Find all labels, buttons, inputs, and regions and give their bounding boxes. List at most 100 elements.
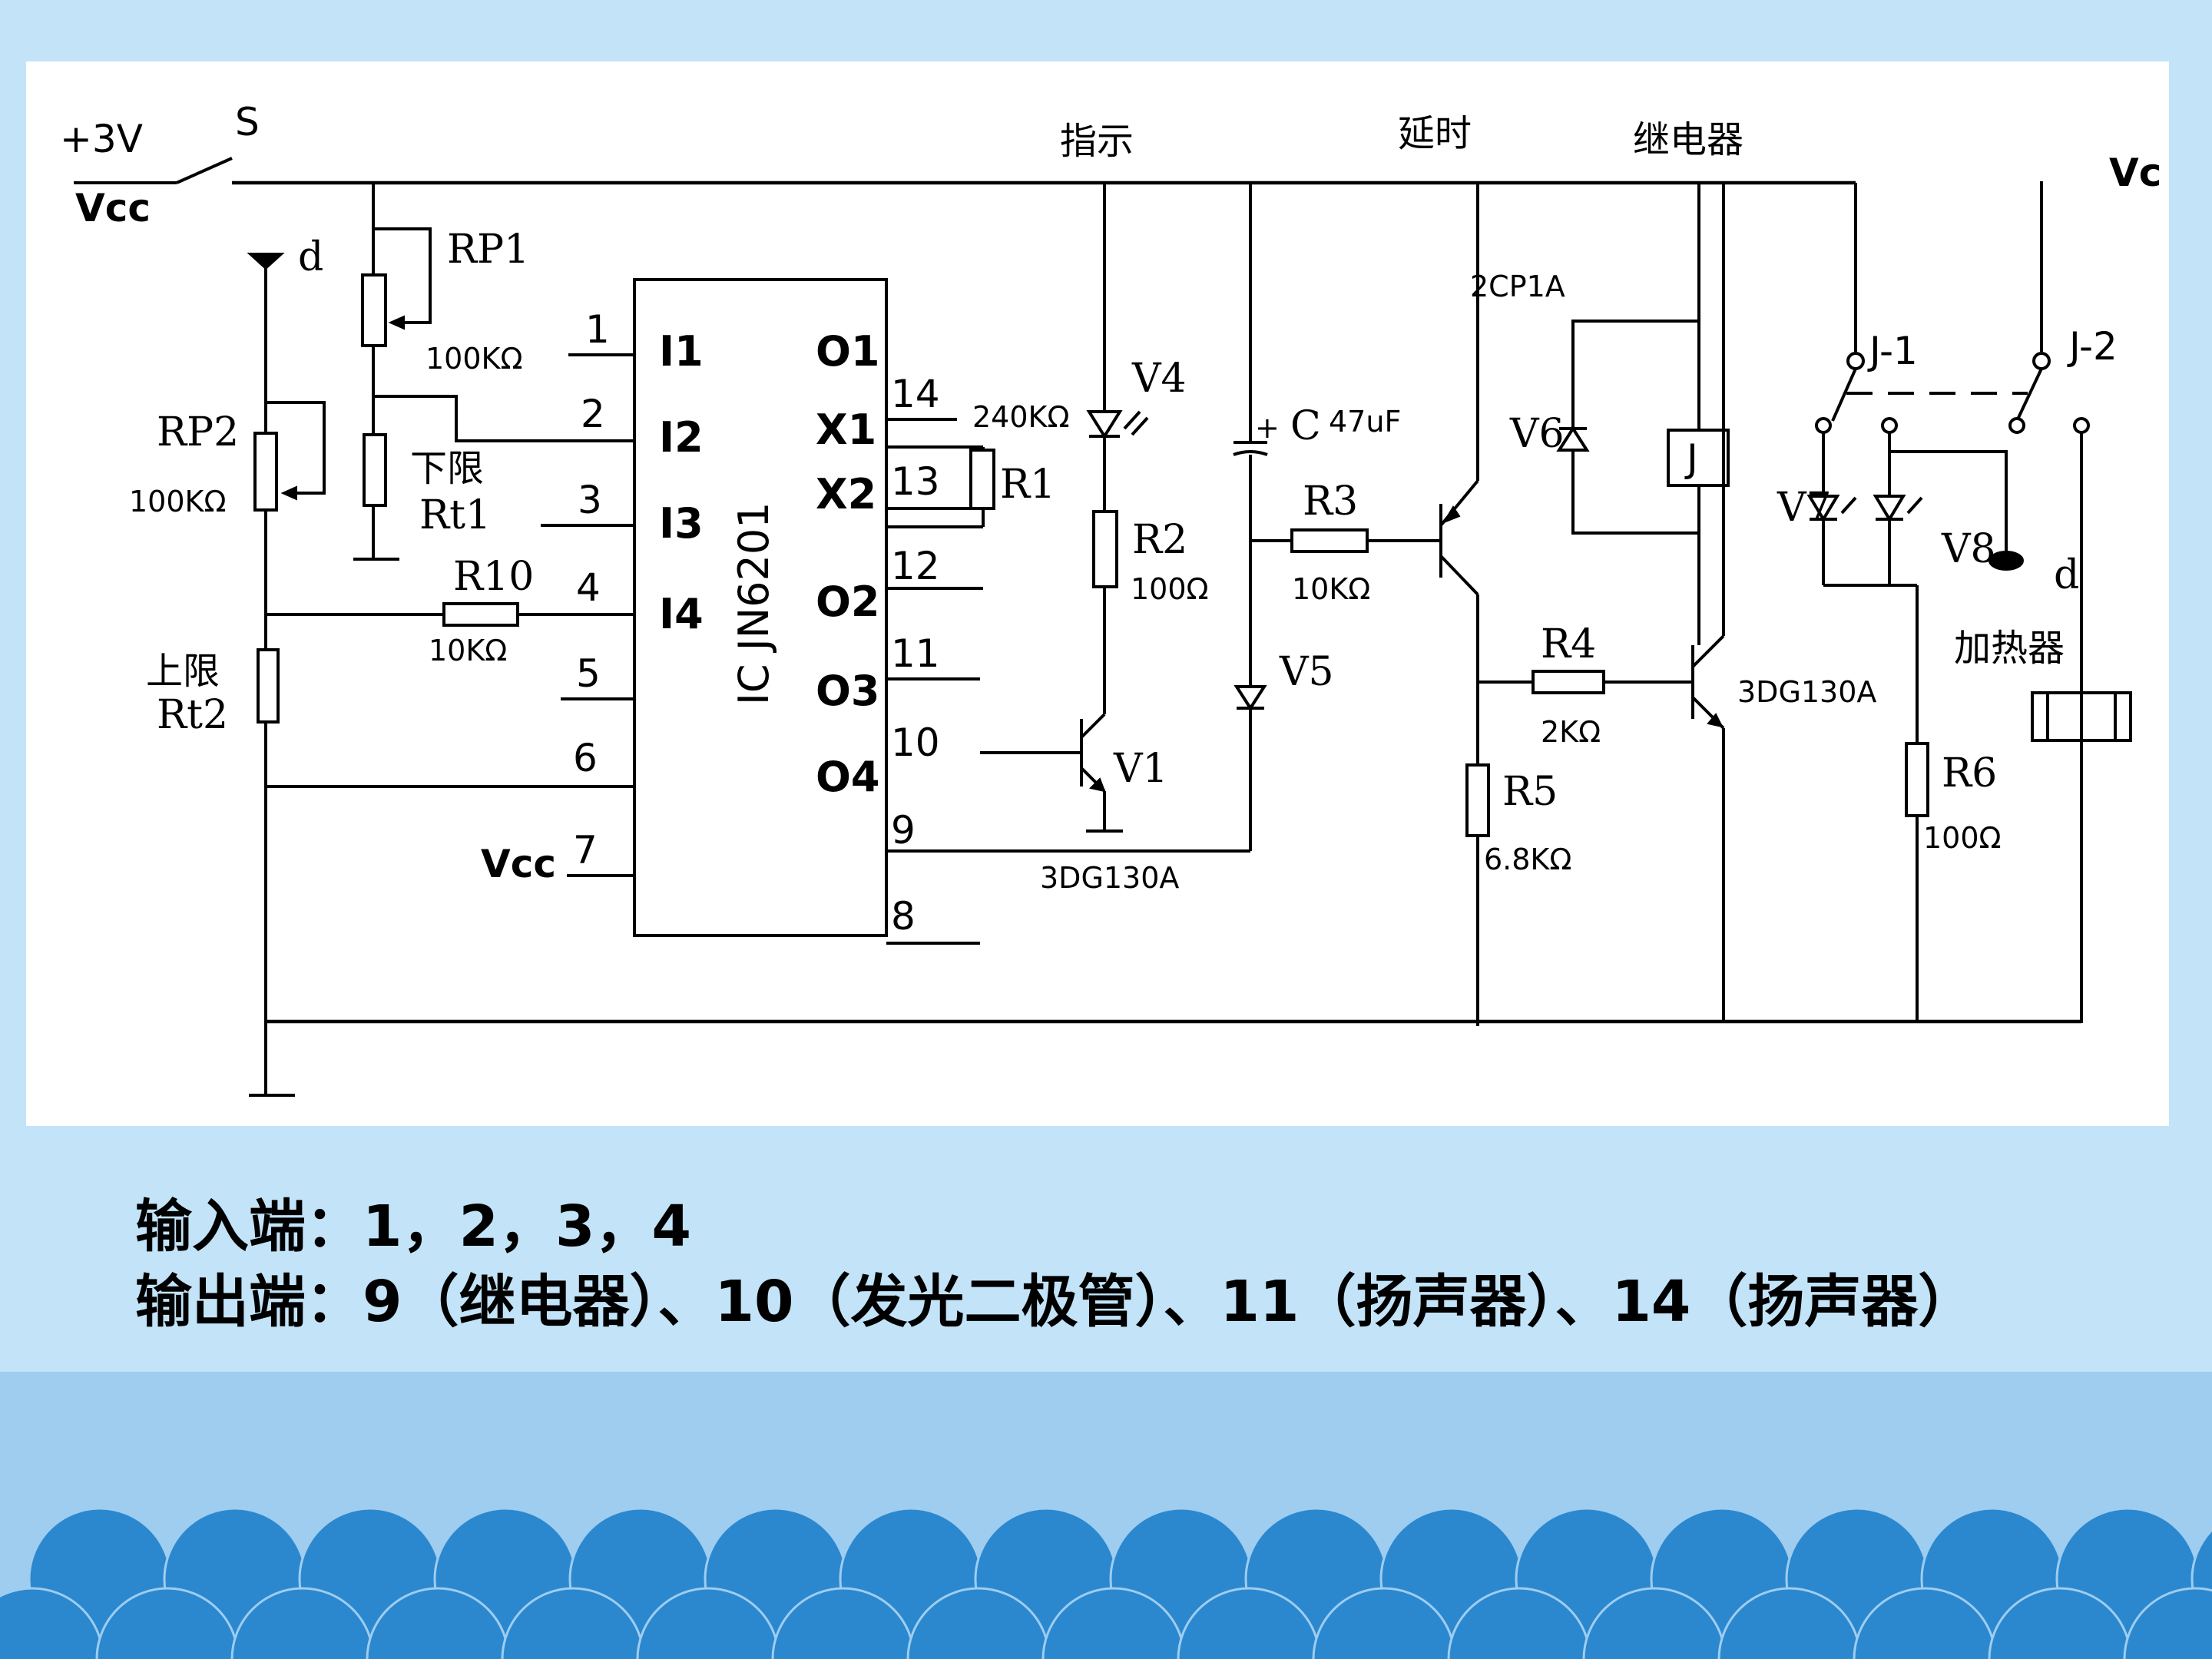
pin-11: 11 xyxy=(891,631,940,676)
out-label-x2: X2 xyxy=(816,470,876,518)
vc-label: Vc xyxy=(2109,151,2161,195)
r4-value: 2KΩ xyxy=(1541,715,1601,749)
pin-5: 5 xyxy=(576,651,601,696)
scallop-shape xyxy=(95,1587,240,1659)
j1-label: J-1 xyxy=(1867,329,1918,373)
r1-value: 240KΩ xyxy=(972,400,1070,434)
pin-9: 9 xyxy=(891,808,916,853)
c-label: C xyxy=(1290,403,1321,449)
capacitor-branch: + C 47uF V5 R3 10KΩ xyxy=(886,183,1441,853)
r3-resistor xyxy=(1290,528,1369,553)
label-delay: 延时 xyxy=(1398,112,1472,155)
scallop-shape xyxy=(1853,1587,1997,1659)
scallop-shape xyxy=(2123,1587,2212,1659)
v7-led xyxy=(1806,495,1840,522)
out-label-o2: O2 xyxy=(816,578,879,626)
pin-14: 14 xyxy=(891,372,940,416)
in-label-i4: I4 xyxy=(659,590,704,638)
in-label-i2: I2 xyxy=(659,413,704,462)
pin-6: 6 xyxy=(573,736,598,780)
v1-label: V1 xyxy=(1113,746,1168,792)
r6-value: 100Ω xyxy=(1923,821,2002,855)
r5-value: 6.8KΩ xyxy=(1484,843,1571,876)
v4-label: V4 xyxy=(1131,356,1187,402)
notes-input-line: 输入端：1，2，3，4 xyxy=(135,1194,691,1260)
in-label-i3: I3 xyxy=(659,499,704,548)
r6-resistor xyxy=(1905,742,1929,817)
out-label-o4: O4 xyxy=(816,753,879,801)
footer-scallops xyxy=(0,1507,2212,1659)
rt1-label: Rt1 xyxy=(419,492,491,538)
heater-label: 加热器 xyxy=(1954,627,2065,670)
rt2-thermistor xyxy=(257,648,280,724)
label-relay: 继电器 xyxy=(1633,118,1743,161)
relay-j-label: J xyxy=(1684,436,1698,481)
delay-transistor: 2CP1A R4 2KΩ R5 6.8KΩ xyxy=(1439,183,1693,1026)
scallop-shape xyxy=(1582,1587,1727,1659)
scallop-shape xyxy=(771,1587,916,1659)
ic-name: IC JN6201 xyxy=(730,502,778,705)
rp1-value: 100KΩ xyxy=(426,342,523,376)
notes-output-line: 输出端：9（继电器）、10（发光二极管）、11（扬声器）、14（扬声器） xyxy=(135,1269,1975,1335)
pin-10: 10 xyxy=(891,720,940,765)
r3-label: R3 xyxy=(1303,478,1358,525)
pin-4: 4 xyxy=(576,565,601,610)
rt1-cn-label: 下限 xyxy=(410,447,484,490)
scallop-shape xyxy=(501,1587,645,1659)
rt2-label: Rt2 xyxy=(157,692,228,738)
j2-label: J-2 xyxy=(2067,324,2118,369)
c-value: 47uF xyxy=(1329,405,1401,439)
r2-value: 100Ω xyxy=(1131,572,1209,606)
r1-label: R1 xyxy=(1000,462,1055,508)
scallop-shape xyxy=(1312,1587,1456,1659)
v8-led xyxy=(1873,495,1906,522)
r6-label: R6 xyxy=(1942,750,1997,796)
r4-resistor xyxy=(1532,670,1605,694)
scallop-shape xyxy=(636,1587,780,1659)
out-label-o3: O3 xyxy=(816,667,879,715)
rt2-cn-label: 上限 xyxy=(146,650,220,693)
relay-contacts: J-1 J-2 V7 V8 xyxy=(1777,181,2132,1023)
r1-group: R1 240KΩ xyxy=(886,400,1070,528)
rp1-resistor xyxy=(361,273,387,347)
scallop-shape xyxy=(906,1587,1051,1659)
d2-type: 2CP1A xyxy=(1470,270,1565,303)
pin-2: 2 xyxy=(581,392,605,436)
plus3v-label: +3V xyxy=(60,117,143,161)
scallop-shape xyxy=(1177,1587,1321,1659)
v6-label: V6 xyxy=(1509,411,1565,457)
r1-resistor xyxy=(969,449,995,510)
r2-label: R2 xyxy=(1132,517,1187,563)
v5-label: V5 xyxy=(1279,649,1334,695)
scallop-shape xyxy=(0,1587,104,1659)
in-label-i1: I1 xyxy=(659,327,704,376)
capacitor-c-plate2 xyxy=(1233,450,1268,456)
t2-type: 3DG130A xyxy=(1737,675,1876,709)
ic-vcc-label: Vcc xyxy=(481,842,556,886)
input-network: d RP2 100KΩ 上限 Rt2 R10 10K xyxy=(129,183,2081,1097)
label-indicate: 指示 xyxy=(1060,120,1134,163)
notes: 输入端：1，2，3，4 输出端：9（继电器）、10（发光二极管）、11（扬声器）… xyxy=(135,1189,1975,1339)
scallop-shape xyxy=(366,1587,510,1659)
out-label-x1: X1 xyxy=(816,406,876,454)
vcc-label: Vcc xyxy=(75,186,151,230)
pin-3: 3 xyxy=(578,478,602,522)
supply-section: +3V Vcc S Vc xyxy=(60,100,2161,230)
rt1-thermistor xyxy=(363,433,387,507)
pin-1: 1 xyxy=(585,307,610,352)
relay-driver: J V6 3DG130A xyxy=(1509,183,1876,1023)
pin-13: 13 xyxy=(891,459,940,504)
probe-d-symbol xyxy=(247,253,285,270)
circuit-diagram: +3V Vcc S Vc 指示 延时 继电器 d xyxy=(60,100,2161,1097)
circuit-diagram-panel: +3V Vcc S Vc 指示 延时 继电器 d xyxy=(26,61,2169,1126)
pin-8: 8 xyxy=(891,894,916,939)
indicator-branch: V4 R2 100Ω V1 3DG130A xyxy=(980,183,1209,895)
r10-resistor xyxy=(442,602,519,627)
r10-label: R10 xyxy=(453,554,534,600)
r4-label: R4 xyxy=(1541,621,1596,667)
switch-s-blade xyxy=(176,157,233,184)
footer-band xyxy=(0,1372,2212,1659)
ic-body xyxy=(633,278,888,937)
r3-value: 10KΩ xyxy=(1292,572,1370,606)
label-d-right: d xyxy=(2054,552,2079,598)
